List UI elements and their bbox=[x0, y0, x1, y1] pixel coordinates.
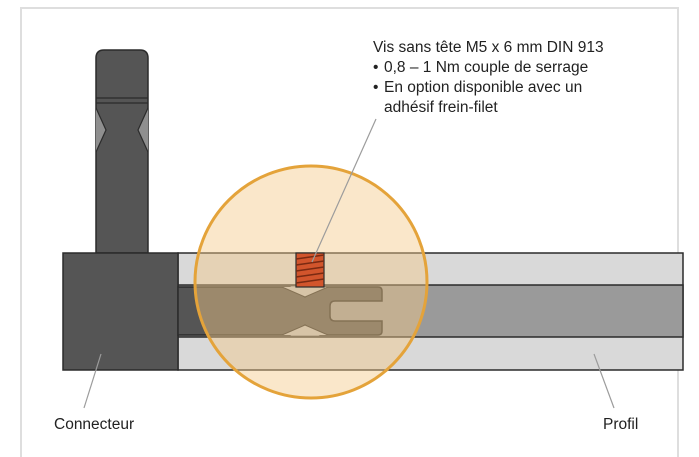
connector-label: Connecteur bbox=[54, 416, 135, 433]
leader-line-screw bbox=[311, 118, 377, 263]
leader-line-profile bbox=[593, 353, 615, 409]
callout-item: • En option disponible avec un adhésif f… bbox=[373, 78, 604, 118]
profile-label: Profil bbox=[603, 416, 639, 433]
bullet-icon: • bbox=[373, 59, 379, 76]
connector-insert bbox=[177, 286, 383, 336]
bullet-icon: • bbox=[373, 79, 379, 96]
callout-item-text-continued: adhésif frein-filet bbox=[384, 99, 498, 116]
callout-item-text: En option disponible avec un bbox=[384, 79, 583, 96]
callout-list: • 0,8 – 1 Nm couple de serrage • En opti… bbox=[373, 58, 604, 118]
callout-item-text: 0,8 – 1 Nm couple de serrage bbox=[384, 59, 589, 76]
frame-border bbox=[20, 7, 679, 457]
callout-title: Vis sans tête M5 x 6 mm DIN 913 bbox=[373, 39, 604, 56]
leader-line-connector bbox=[83, 353, 102, 409]
connector-pin bbox=[95, 49, 149, 254]
connector-body bbox=[62, 252, 179, 371]
set-screw bbox=[295, 252, 325, 288]
screw-callout: Vis sans tête M5 x 6 mm DIN 913 • 0,8 – … bbox=[373, 38, 604, 118]
callout-item: • 0,8 – 1 Nm couple de serrage bbox=[373, 58, 604, 78]
